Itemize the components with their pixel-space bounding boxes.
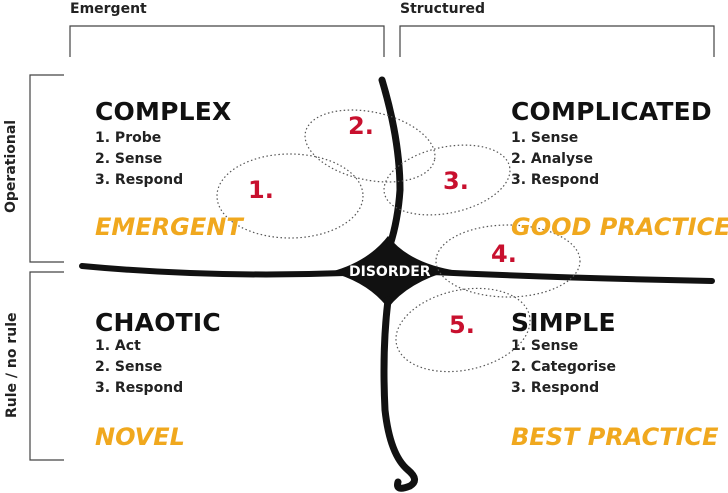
rule-bracket — [29, 271, 64, 461]
simple-title: SIMPLE — [511, 308, 616, 337]
complex-practice: EMERGENT — [95, 213, 243, 241]
operational-bracket — [29, 74, 64, 263]
emergent-bracket — [69, 25, 385, 57]
simple-step: 3. Respond — [511, 380, 600, 396]
transition-number-5: 5. — [449, 311, 475, 339]
horizontal-divider — [79, 263, 348, 278]
complicated-step: 2. Analyse — [511, 151, 593, 167]
emergent-header: Emergent — [70, 1, 147, 17]
complicated-steps: 1. Sense 2. Analyse 3. Respond — [511, 128, 599, 191]
complicated-title: COMPLICATED — [511, 97, 712, 126]
transition-number-2: 2. — [348, 112, 374, 140]
operational-label: Operational — [3, 119, 19, 213]
complex-step: 3. Respond — [95, 172, 184, 188]
transition-ellipse-1 — [216, 153, 364, 239]
disorder-shape — [330, 236, 452, 308]
rule-label: Rule / no rule — [4, 312, 20, 418]
structured-bracket — [399, 25, 715, 57]
transition-ellipse-2 — [304, 109, 436, 183]
complex-step: 2. Sense — [95, 151, 163, 167]
chaotic-title: CHAOTIC — [95, 308, 221, 337]
chaotic-step: 3. Respond — [95, 380, 184, 396]
complicated-practice: GOOD PRACTICE — [511, 213, 728, 241]
transition-ellipse-4 — [435, 224, 581, 298]
chaotic-steps: 1. Act 2. Sense 3. Respond — [95, 336, 183, 399]
disorder-label: DISORDER — [349, 264, 431, 280]
complicated-step: 1. Sense — [511, 130, 579, 146]
transition-ellipse-5 — [395, 287, 531, 373]
simple-step: 1. Sense — [511, 338, 579, 354]
horizontal-divider-right — [429, 269, 715, 284]
simple-steps: 1. Sense 2. Categorise 3. Respond — [511, 336, 616, 399]
transition-ellipse-3 — [383, 144, 511, 216]
complicated-step: 3. Respond — [511, 172, 600, 188]
complex-step: 1. Probe — [95, 130, 162, 146]
transition-number-3: 3. — [443, 167, 469, 195]
vertical-divider-bottom — [380, 296, 418, 492]
chaotic-practice: NOVEL — [95, 423, 185, 451]
complex-title: COMPLEX — [95, 97, 232, 126]
simple-step: 2. Categorise — [511, 359, 617, 375]
chaotic-step: 1. Act — [95, 338, 141, 354]
vertical-divider-top — [378, 76, 404, 249]
simple-practice: BEST PRACTICE — [511, 423, 719, 451]
complex-steps: 1. Probe 2. Sense 3. Respond — [95, 128, 183, 191]
structured-header: Structured — [400, 1, 486, 17]
chaotic-step: 2. Sense — [95, 359, 163, 375]
transition-number-1: 1. — [248, 176, 274, 204]
transition-number-4: 4. — [491, 240, 517, 268]
